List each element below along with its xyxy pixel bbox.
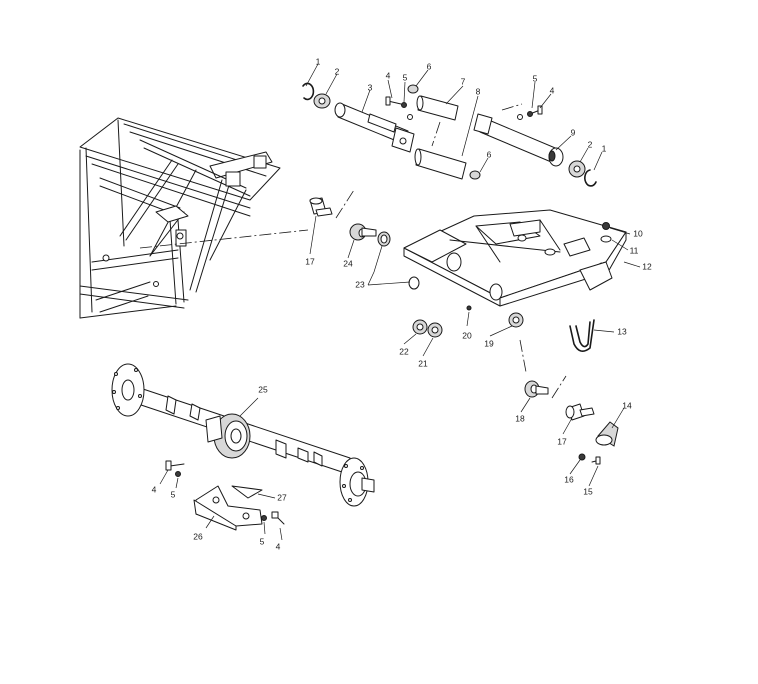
stud-and-bushing-upper: [309, 189, 420, 290]
shaft-7: [417, 95, 459, 121]
callout-8: 8: [476, 86, 481, 96]
callout-22: 22: [399, 346, 409, 356]
callout-19: 19: [484, 338, 494, 348]
leader-lines: [159, 63, 641, 541]
shaft-8: [415, 148, 467, 180]
callout-6: 6: [487, 149, 492, 159]
callout-16: 16: [564, 474, 574, 484]
callout-labels: 1 2 3 4 5 6 7 8 5 4 9 2 1 6 10 11 12 13 …: [152, 56, 652, 551]
circlip-1-right: [584, 169, 597, 187]
callout-4: 4: [152, 484, 157, 494]
swing-arm-12: [403, 209, 627, 307]
callout-18: 18: [515, 413, 525, 423]
callout-2: 2: [335, 66, 340, 76]
pivot-shaft-assembly: [302, 82, 597, 187]
callout-24: 24: [343, 258, 353, 268]
callout-17: 17: [305, 256, 315, 266]
u-bolt-13: [569, 319, 595, 352]
chassis-frame: [79, 117, 281, 319]
callout-5: 5: [403, 72, 408, 82]
callout-7: 7: [461, 76, 466, 86]
callout-26: 26: [193, 531, 203, 541]
callout-4: 4: [550, 85, 555, 95]
callout-20: 20: [462, 330, 472, 340]
callout-23: 23: [355, 279, 365, 289]
callout-5: 5: [171, 489, 176, 499]
rear-axle-25: [111, 363, 375, 507]
callout-12: 12: [642, 261, 652, 271]
callout-10: 10: [633, 228, 643, 238]
callout-3: 3: [368, 82, 373, 92]
brake-rotor-holes: [112, 368, 364, 502]
callout-11: 11: [630, 245, 639, 255]
callout-5: 5: [260, 536, 265, 546]
callout-21: 21: [418, 358, 428, 368]
callout-14: 14: [622, 400, 632, 410]
callout-17: 17: [557, 436, 567, 446]
callout-27: 27: [277, 492, 287, 502]
circlip-1-left: [302, 82, 315, 101]
callout-5: 5: [533, 73, 538, 83]
callout-6: 6: [427, 61, 432, 71]
callout-4: 4: [276, 541, 281, 551]
callout-13: 13: [617, 326, 627, 336]
callout-1: 1: [316, 56, 321, 66]
callout-1: 1: [602, 143, 607, 153]
callout-2: 2: [588, 139, 593, 149]
callout-25: 25: [258, 384, 268, 394]
callout-9: 9: [571, 127, 576, 137]
callout-4: 4: [386, 70, 391, 80]
callout-15: 15: [583, 486, 593, 496]
pivot-tube-right: [479, 117, 561, 165]
